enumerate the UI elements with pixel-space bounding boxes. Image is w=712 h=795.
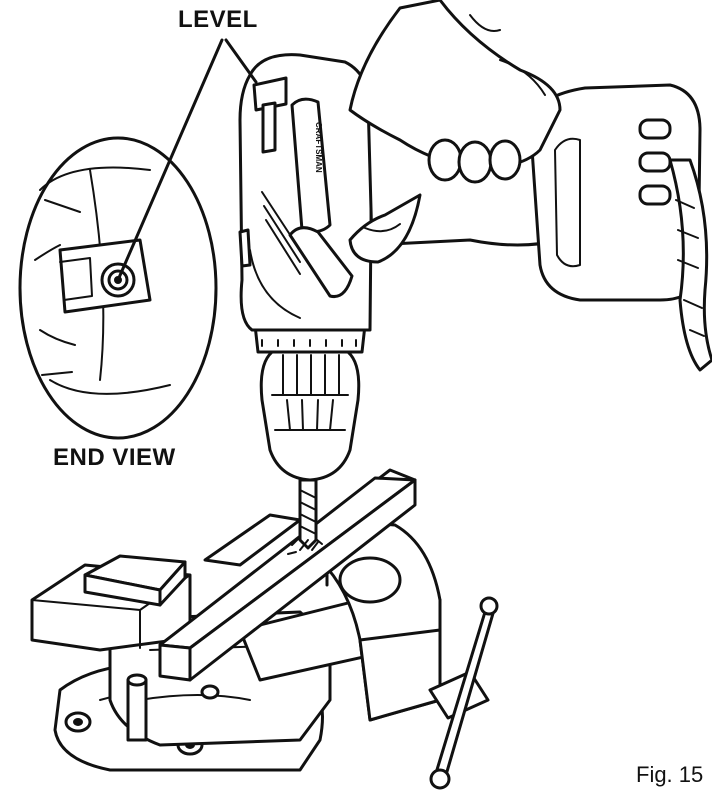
drill-brand-mark: CRAFTSMAN: [314, 122, 323, 173]
drill-strap-weave: [675, 199, 705, 337]
level-label: LEVEL: [178, 6, 258, 33]
drill-chuck-ribs-upper: [282, 354, 340, 396]
drill-lower-grip: [288, 226, 354, 299]
end-view-callout: [18, 136, 218, 440]
drill-chuck: [259, 348, 361, 482]
figure-caption: Fig. 15: [636, 762, 704, 787]
drill-battery-rib-3: [638, 184, 672, 206]
end-view-detail: [41, 199, 81, 376]
level-leader-drill: [224, 38, 258, 84]
hand-creases: [469, 14, 546, 96]
workpiece-board: [158, 468, 417, 682]
drill-body-contour: [249, 249, 301, 319]
vise-lock-pin: [126, 678, 148, 742]
wood-chips: [287, 538, 323, 555]
vise-lock-pin-top: [126, 673, 148, 687]
end-view-label: END VIEW: [53, 444, 176, 471]
board-side-face: [188, 478, 417, 682]
vise-handle-knob-top: [479, 596, 499, 616]
drill-clutch-ticks: [261, 339, 357, 347]
finger-1: [427, 138, 463, 182]
drill-rear-vent: [261, 101, 277, 154]
finger-2: [457, 140, 493, 184]
drill-chuck-ribs-lower: [286, 399, 334, 431]
drill-battery-latch: [554, 137, 581, 268]
drill-bit-flutes: [299, 489, 317, 535]
drill-side-button: [238, 228, 252, 268]
level-leader-end-view: [116, 38, 224, 282]
finger-3: [488, 139, 522, 181]
vise-body-line-2: [139, 694, 251, 701]
vise-arch-opening: [338, 556, 402, 604]
end-view-level-bubble: [107, 269, 129, 291]
hand-thumb-crease: [364, 223, 401, 233]
drill-battery-rib-1: [638, 118, 672, 140]
drill-top-cap: [252, 76, 288, 112]
vise-moving-jaw-front: [358, 628, 442, 722]
vise-base-bolt-left-hole: [73, 718, 83, 726]
operator-hand: [348, 0, 562, 264]
vise-rivet: [200, 684, 220, 700]
vise-handle-knob-bottom: [429, 768, 451, 790]
end-view-level-window: [59, 257, 93, 301]
drill-battery-rib-2: [638, 151, 672, 173]
end-view-housing-lines: [34, 166, 171, 395]
vise-anvil-end: [158, 560, 187, 607]
level-leaders: [116, 38, 258, 282]
drill-bit: [287, 478, 329, 587]
board-front-face: [158, 643, 192, 682]
hand-thumb: [348, 193, 422, 264]
